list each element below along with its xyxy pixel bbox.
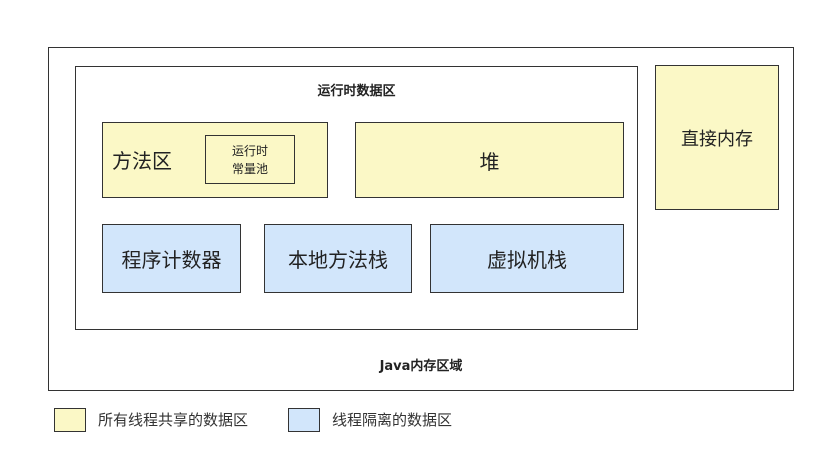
program-counter-label: 程序计数器 — [121, 248, 222, 272]
native-method-stack-label: 本地方法栈 — [288, 248, 388, 272]
legend-shared-swatch — [54, 408, 86, 432]
direct-memory — [655, 65, 779, 210]
heap-label: 堆 — [479, 149, 500, 174]
native-method-stack: 本地方法栈 — [264, 224, 412, 293]
direct-memory-label: 直接内存 — [681, 129, 753, 150]
runtime-constant-pool-line2: 常量池 — [231, 161, 268, 176]
vm-stack: 虚拟机栈 — [430, 224, 624, 293]
runtime-data-area-title: 运行时数据区 — [317, 83, 396, 99]
runtime-data-area — [75, 66, 638, 330]
heap: 堆 — [355, 122, 624, 198]
java-memory-region-label: Java内存区域 — [379, 358, 463, 374]
program-counter: 程序计数器 — [102, 224, 241, 293]
java-memory-region — [48, 47, 794, 391]
legend-shared-label: 所有线程共享的数据区 — [98, 411, 249, 429]
legend-isolated-label: 线程隔离的数据区 — [332, 411, 453, 429]
runtime-constant-pool: 运行时 常量池 — [205, 135, 295, 184]
legend-isolated-swatch — [288, 408, 320, 432]
runtime-constant-pool-line1: 运行时 — [231, 143, 268, 158]
vm-stack-label: 虚拟机栈 — [487, 248, 567, 272]
method-area-label: 方法区 — [112, 149, 172, 173]
